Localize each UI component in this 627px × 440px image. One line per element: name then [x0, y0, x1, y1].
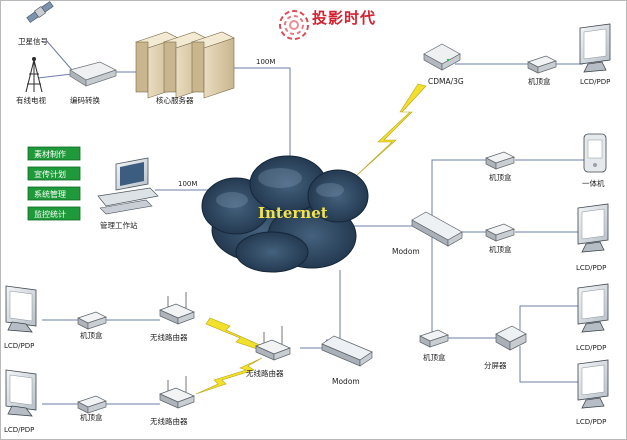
lcd-label-top: LCD/PDP	[580, 78, 610, 86]
stb-label-bottom-left-upper: 机顶盒	[80, 330, 103, 340]
stb-label-right-upper: 机顶盒	[489, 172, 512, 182]
kiosk-icon	[583, 133, 607, 173]
satellite-icon	[26, 1, 54, 23]
svg-text:监控统计: 监控统计	[34, 209, 66, 219]
workstation-label: 管理工作站	[100, 220, 138, 230]
antenna-icon	[25, 57, 43, 93]
wireless-router-label-lower: 无线路由器	[150, 416, 188, 426]
lcd-label-right-lower-lower: LCD/PDP	[576, 418, 606, 426]
module-item[interactable]: 素材制作	[27, 146, 81, 161]
module-item[interactable]: 系统管理	[27, 186, 81, 201]
stb-label-right-lower: 机顶盒	[423, 352, 446, 362]
stb-label-right-middle: 机顶盒	[489, 244, 512, 254]
bolt-cdma	[355, 83, 427, 177]
computer-icon	[97, 157, 159, 215]
svg-text:素材制作: 素材制作	[34, 149, 66, 159]
module-item[interactable]: 监控统计	[27, 206, 81, 221]
wireless-router-icon	[159, 292, 291, 409]
lcd-label-bottom-left-lower: LCD/PDP	[4, 426, 34, 434]
lcd-label-right-middle: LCD/PDP	[576, 264, 606, 272]
server-icon	[135, 31, 235, 99]
modem-right-label: Modom	[392, 247, 420, 256]
splitter-icon	[495, 325, 527, 351]
bottom-switch-icon	[321, 335, 373, 367]
switch-icon	[411, 211, 463, 247]
stb-label-bottom-left-lower: 机顶盒	[80, 412, 103, 422]
satellite-label: 卫星信号	[18, 36, 48, 46]
internet-label: Internet	[258, 204, 328, 222]
stb-label-top: 机顶盒	[528, 76, 551, 86]
encoder-label: 编码转换	[70, 95, 100, 105]
svg-text:宣传计划: 宣传计划	[34, 169, 66, 179]
cdma-label: CDMA/3G	[428, 77, 464, 86]
workstation-link-speed: 100M	[178, 180, 197, 188]
modem-bottom-label: Modom	[332, 377, 360, 386]
bolt-lower	[195, 357, 263, 395]
server-link-speed: 100M	[256, 58, 275, 66]
module-item[interactable]: 宣传计划	[27, 166, 81, 181]
connection-lines	[37, 39, 584, 405]
wireless-router-label-upper: 无线路由器	[150, 332, 188, 342]
monitor-icon	[5, 23, 611, 417]
module-list: 素材制作 宣传计划 系统管理 监控统计	[27, 146, 81, 221]
encoder-box-icon	[69, 61, 117, 87]
svg-text:系统管理: 系统管理	[34, 189, 66, 199]
router-icon	[423, 43, 461, 71]
wireless-router-label-center: 无线路由器	[246, 368, 284, 378]
cable-tv-label: 有线电视	[16, 95, 46, 105]
brand-name: 投影时代	[312, 9, 376, 27]
brand-logo: 投影时代	[279, 9, 376, 40]
lcd-label-right-lower-upper: LCD/PDP	[576, 344, 606, 352]
lcd-label-bottom-left-upper: LCD/PDP	[4, 342, 34, 350]
brand-swirl-icon	[279, 10, 309, 40]
splitter-label: 分屏器	[484, 361, 507, 370]
internet-cloud: Internet	[201, 155, 369, 273]
set-top-box-icon	[77, 55, 557, 414]
kiosk-label: 一体机	[582, 178, 605, 188]
core-server-label: 核心服务器	[156, 95, 194, 105]
